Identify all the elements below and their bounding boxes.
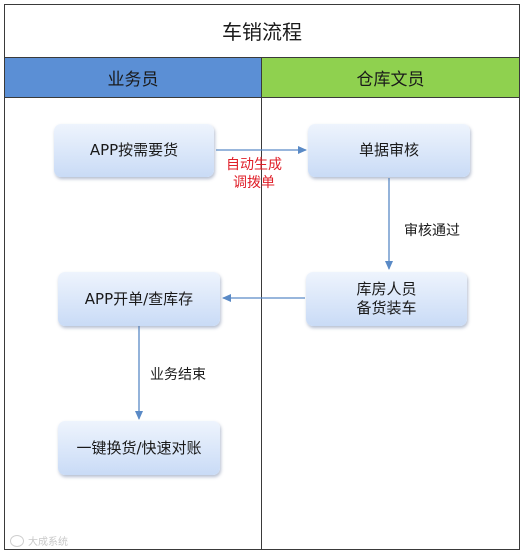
edge-label-auto-generate: 自动生成 调拨单 [226,156,282,192]
edge-label-auto-generate-line2: 调拨单 [233,175,275,191]
edge-label-business-end: 业务结束 [150,367,206,383]
node-app-order: APP按需要货 [54,124,214,177]
watermark-logo-icon [10,534,24,547]
node-warehouse-staff-line1: 库房人员 [356,280,417,298]
lane-header-warehouse-clerk: 仓库文员 [262,57,519,98]
watermark-text: 大成系统 [28,537,68,548]
node-doc-review: 单据审核 [308,124,470,177]
edge-label-auto-generate-line1: 自动生成 [226,157,282,173]
edge-label-review-passed: 审核通过 [404,223,460,239]
lane-divider [261,57,262,550]
watermark: 大成系统 [10,533,68,548]
node-doc-review-label: 单据审核 [358,141,419,159]
node-app-order-label: APP按需要货 [89,141,179,159]
node-app-open-order-label: APP开单/查库存 [84,289,194,308]
node-warehouse-staff-line2: 备货装车 [356,299,417,317]
node-swap-reconcile: 一键换货/快速对账 [58,421,220,475]
diagram-frame [4,4,520,550]
node-swap-reconcile-label: 一键换货/快速对账 [76,438,202,457]
node-app-open-order: APP开单/查库存 [58,272,220,326]
node-warehouse-staff: 库房人员 备货装车 [306,272,467,326]
diagram-title: 车销流程 [222,20,302,44]
lane-header-salesperson: 业务员 [5,57,261,98]
